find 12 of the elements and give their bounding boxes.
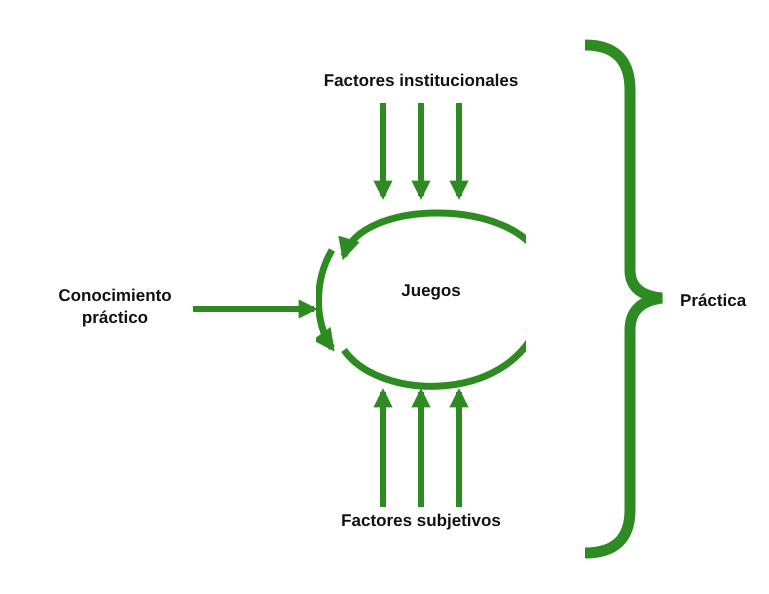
arrow	[193, 299, 318, 319]
arrow	[373, 103, 393, 200]
arrow	[449, 388, 469, 507]
node-label: Factores institucionales	[316, 70, 526, 100]
arrow	[411, 103, 431, 200]
arrow	[449, 103, 469, 200]
node-label: Juegos	[400, 280, 462, 302]
node-label: Factores subjetivos	[331, 510, 511, 536]
arrow	[373, 388, 393, 507]
node-label: Conocimiento práctico	[40, 285, 190, 333]
arrow	[411, 388, 431, 507]
node-label: Práctica	[680, 290, 768, 316]
